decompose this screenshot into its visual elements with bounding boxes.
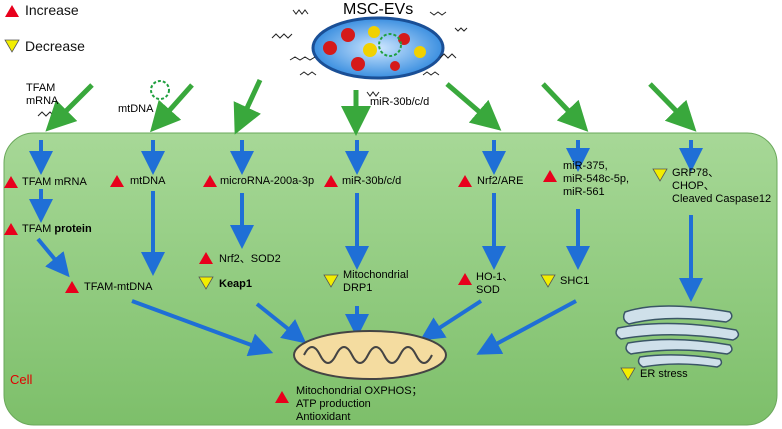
p2-mtdna: mtDNA	[130, 175, 166, 187]
tfam-mrna-squiggle	[37, 111, 59, 117]
cell-body	[3, 132, 778, 426]
p6-mirnas: miR-375, miR-548c-5p, miR-561	[563, 160, 630, 198]
p1-tfam-mrna: TFAM mRNA	[22, 176, 87, 188]
p3-keap1: Keap1	[219, 278, 253, 290]
p7-er-markers: GRP78、 CHOP、 Cleaved Caspase12	[672, 167, 772, 205]
p3-nrf2-sod2: Nrf2、SOD2	[219, 253, 281, 265]
p4-mir-30bcd: miR-30b/c/d	[342, 175, 402, 187]
mitochondrion-icon	[293, 330, 447, 380]
increase-indicators	[4, 170, 557, 403]
p1-tfam-word: TFAM	[22, 223, 52, 235]
p1-tfam-mtdna: TFAM-mtDNA	[84, 281, 153, 293]
er-icon	[615, 305, 740, 368]
increase-legend-icon	[5, 5, 19, 17]
p1-tfam-protein: TFAM protein	[22, 223, 92, 236]
decrease-indicators	[198, 168, 668, 381]
mtdna-input-label: mtDNA	[118, 103, 154, 115]
legend-increase-label: Increase	[25, 2, 79, 18]
p1-protein-word: protein	[54, 223, 92, 235]
rna-squiggles	[271, 9, 468, 97]
p3-microrna-200a: microRNA-200a-3p	[220, 175, 315, 187]
legend-decrease-label: Decrease	[25, 38, 85, 54]
outcome-text: Mitochondrial OXPHOS； ATP production Ant…	[296, 385, 423, 423]
green-arrows	[45, 78, 697, 136]
tfam-mrna-input-label: TFAM mRNA	[26, 82, 59, 107]
p7-er-stress: ER stress	[640, 368, 688, 380]
msc-evs-title: MSC-EVs	[343, 1, 414, 18]
mirna-input-label: miR-30b/c/d	[370, 96, 430, 108]
p6-shc1: SHC1	[560, 275, 590, 287]
msc-ev-vesicle	[311, 16, 445, 80]
blue-arrows	[29, 140, 703, 357]
cell-label: Cell	[10, 372, 33, 387]
p4-mitochondrial-drp1: Mitochondrial DRP1	[343, 269, 409, 294]
mtdna-circle-icon	[150, 80, 170, 100]
p5-nrf2-are: Nrf2/ARE	[477, 175, 524, 187]
p5-ho1-sod: HO-1、 SOD	[476, 271, 514, 296]
decrease-legend-icon	[4, 39, 20, 53]
